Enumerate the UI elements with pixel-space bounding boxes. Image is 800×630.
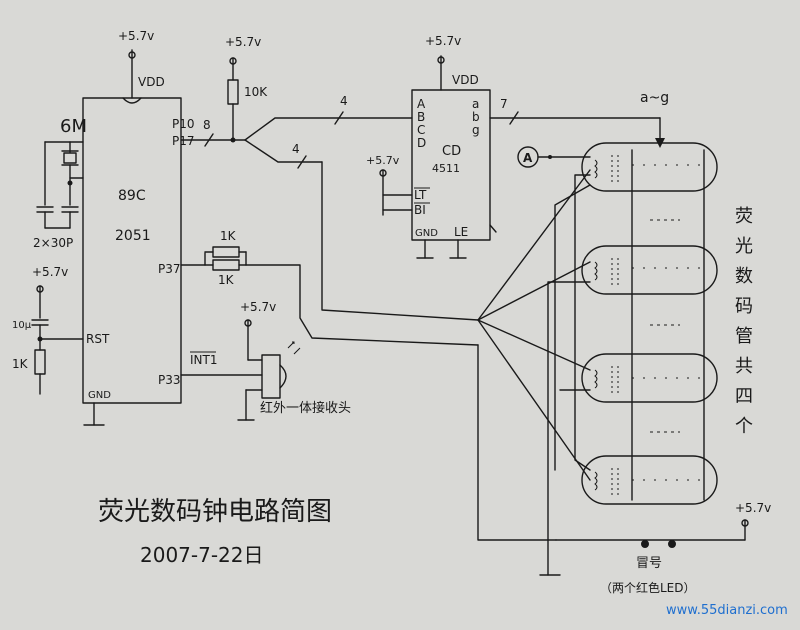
vfd-tube-4: [581, 455, 718, 505]
decoder-in-d: D: [417, 136, 426, 150]
display-note-char-0: 荧: [735, 206, 753, 227]
p1-bus-width: 8: [203, 118, 211, 132]
digit-bus-route: [321, 161, 479, 321]
colon-led-1: [641, 540, 649, 548]
reset-cap-label: 10μ: [12, 320, 32, 331]
display-note-char-7: 个: [735, 416, 753, 437]
pin-int1: INT1: [190, 353, 217, 367]
decoder-gnd: GND: [415, 228, 438, 239]
pin-p17: P17: [172, 134, 195, 148]
decoder-part: 4511: [432, 162, 460, 175]
display-note-char-5: 共: [735, 356, 753, 377]
crystal-caps-label: 2×30P: [33, 236, 73, 250]
pin-p10: P10: [172, 117, 195, 131]
vfd-tube-3: [581, 353, 718, 403]
mcu-supply-label: +5.7v: [118, 29, 154, 43]
segment-label: a~g: [640, 90, 669, 106]
pullup-label: 10K: [244, 85, 268, 99]
ir-receiver-body: [261, 354, 281, 399]
p37-res-1-label: 1K: [220, 229, 237, 243]
pin-gnd: GND: [88, 390, 111, 401]
mcu-body: [82, 97, 182, 404]
display-note-char-1: 光: [735, 236, 753, 257]
pin-p37: P37: [158, 262, 181, 276]
decoder-lt: LT: [414, 188, 427, 202]
vfd-tube-1: [581, 142, 718, 192]
reset-resistor: [34, 349, 46, 375]
decoder-out-g: g: [472, 123, 480, 137]
colon-wire: [245, 264, 479, 346]
lt-supply-label: +5.7v: [366, 154, 400, 167]
digit-bus: [244, 139, 323, 163]
ir-rays-icon: [287, 341, 301, 355]
bcd-bus-width: 4: [340, 94, 348, 108]
colon-supply-label: +5.7v: [735, 501, 771, 515]
decoder-vdd: VDD: [452, 73, 479, 87]
display-note-char-2: 数: [735, 266, 753, 287]
node-a-label: A: [523, 151, 533, 165]
display-note-char-4: 管: [735, 326, 753, 347]
digit-bus-width: 4: [292, 142, 300, 156]
colon-led-2: [668, 540, 676, 548]
pin-rst: RST: [86, 332, 110, 346]
pullup-resistor: [227, 79, 239, 105]
ir-supply-label: +5.7v: [240, 300, 276, 314]
mcu-label-2: 2051: [115, 228, 151, 244]
mcu-label-1: 89C: [118, 188, 146, 204]
display-note: 荧 光 数 码 管 共 四 个: [735, 206, 753, 437]
vfd-tube-2: [581, 245, 718, 295]
decoder-name: CD: [442, 144, 461, 159]
decoder-le: LE: [454, 225, 468, 239]
crystal-symbol: [63, 152, 77, 164]
decoder-out-a: a: [472, 97, 479, 111]
colon-note: （两个红色LED）: [600, 580, 696, 595]
watermark: www.55dianzi.com: [666, 603, 788, 618]
pullup-supply-label: +5.7v: [225, 35, 261, 49]
reset-res-label: 1K: [12, 357, 29, 371]
reset-supply-label: +5.7v: [32, 265, 68, 279]
decoder-in-b: B: [417, 110, 425, 124]
ir-receiver-lens: [279, 364, 287, 389]
crystal-freq: 6M: [60, 116, 87, 137]
mcu-notch: [122, 97, 142, 104]
diagram-title: 荧光数码钟电路简图: [98, 497, 332, 527]
mcu-vdd-label: VDD: [138, 75, 165, 89]
display-note-char-6: 四: [735, 386, 753, 407]
p37-res-2-label: 1K: [218, 273, 235, 287]
display-note-char-3: 码: [735, 296, 753, 317]
decoder-body: [411, 89, 491, 241]
colon-label: 冒号: [636, 556, 662, 571]
decoder-in-c: C: [417, 123, 425, 137]
p37-resistor-1: [212, 246, 240, 258]
pin-p33: P33: [158, 373, 181, 387]
diagram-date: 2007-7-22日: [140, 543, 264, 567]
decoder-in-a: A: [417, 97, 426, 111]
decoder-out-b: b: [472, 110, 480, 124]
ir-receiver-label: 红外一体接收头: [260, 400, 351, 416]
decoder-supply-label: +5.7v: [425, 34, 461, 48]
p37-resistor-2: [212, 259, 240, 271]
decoder-bi: BI: [414, 203, 426, 217]
segment-bus-width: 7: [500, 97, 508, 111]
mcu-vdd-terminal: [128, 51, 136, 59]
bcd-bus: [244, 117, 413, 141]
